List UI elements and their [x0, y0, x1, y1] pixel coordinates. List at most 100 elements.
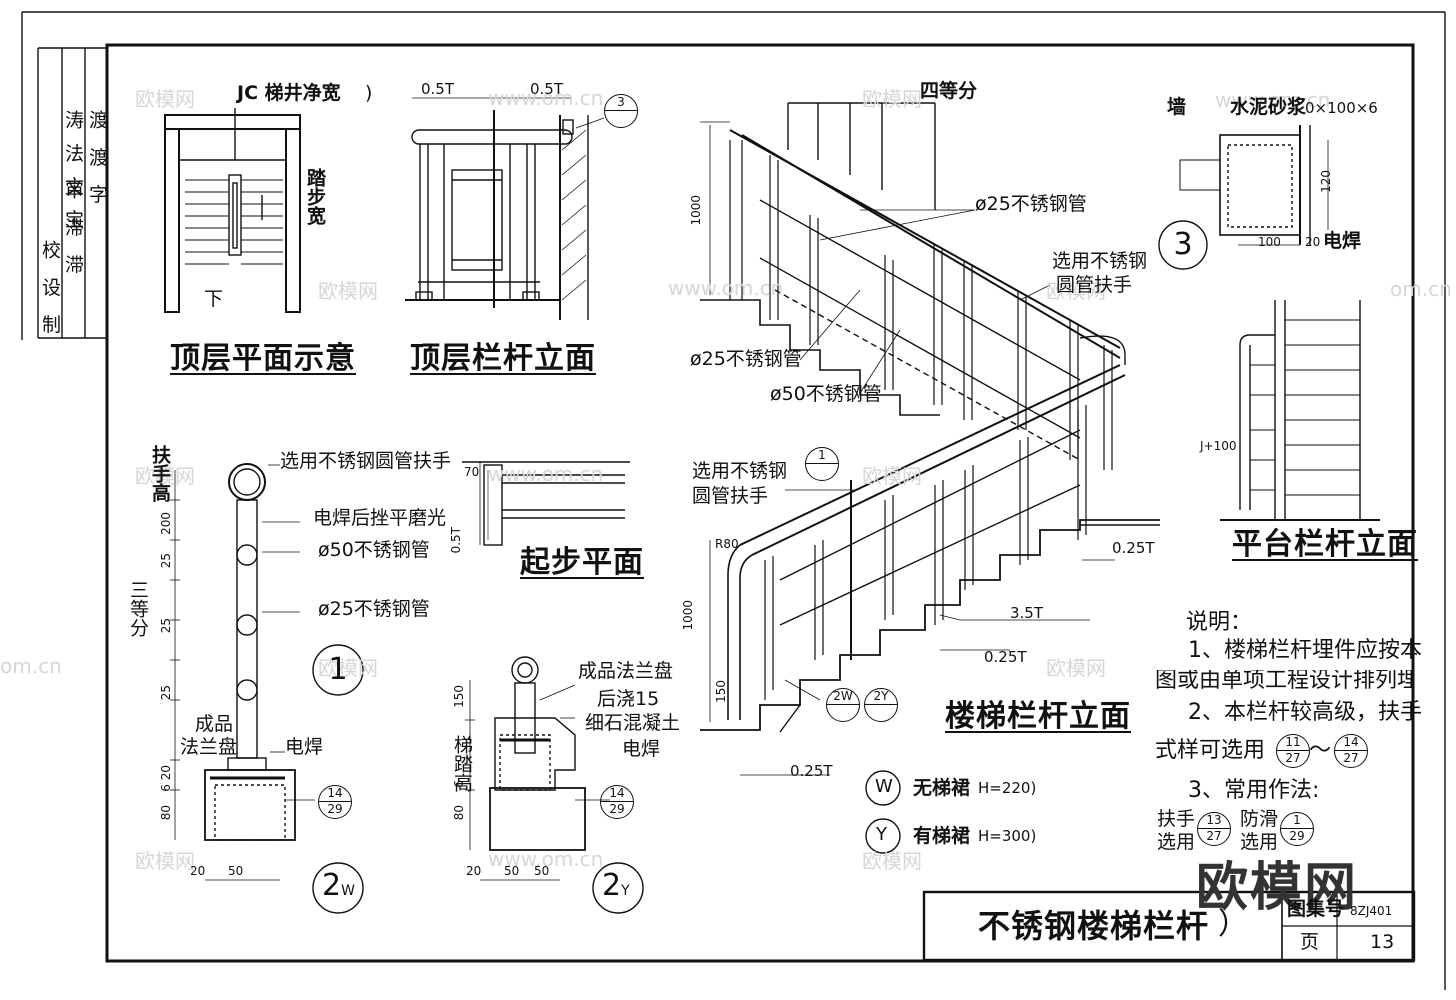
- detail2y-150: 150: [452, 685, 466, 708]
- detail1-d80: 80: [159, 805, 173, 821]
- watermark: www.om.cn: [1215, 88, 1331, 112]
- platform-title: 平台栏杆立面: [1232, 527, 1418, 562]
- detail1-handrail: 选用不锈钢圆管扶手: [280, 450, 452, 472]
- handrail-label-1: 选用不锈钢: [1052, 250, 1148, 272]
- dim-35t: 3.5T: [1010, 604, 1044, 622]
- detail3-plate: 0×100×6: [1305, 99, 1378, 117]
- detail2y-weld: 电焊: [622, 738, 661, 760]
- watermark: 欧模网: [135, 849, 195, 873]
- detail3-20: 20: [1305, 235, 1321, 249]
- detail1-split: 三等分: [127, 580, 149, 637]
- atlas-label: 图集号: [1287, 898, 1345, 920]
- detail1-25c: 25: [159, 685, 173, 701]
- plan-step-label: 踏步宽: [304, 168, 326, 225]
- page-label: 页: [1300, 931, 1320, 953]
- watermark-logo: 欧模网: [1196, 858, 1359, 918]
- watermark: 欧模网: [1046, 279, 1106, 303]
- watermark: 欧模网: [318, 656, 378, 680]
- detail2w-number: 2W: [322, 868, 355, 903]
- watermark: 欧模网: [318, 279, 378, 303]
- detail1-flange1: 成品: [195, 713, 234, 735]
- sheet-title: 不锈钢楼梯栏杆: [978, 907, 1210, 945]
- notes-anti: 防滑: [1240, 808, 1279, 830]
- watermark: 欧模网: [862, 464, 922, 488]
- handrail-label-4: 圆管扶手: [692, 485, 769, 507]
- handrail-label-2: 圆管扶手: [1056, 274, 1133, 296]
- dim-025t-a: 0.25T: [1112, 539, 1155, 557]
- radius-r80: R80: [715, 537, 739, 551]
- detail1-h-handrail: 扶手高: [149, 445, 171, 502]
- start-dim-05t: 0.5T: [449, 527, 463, 554]
- ref-circle-3: 3: [604, 94, 638, 128]
- notes-anti-sel: 选用: [1240, 831, 1279, 853]
- height-1000-b: 1000: [681, 600, 695, 631]
- detail3-100: 100: [1258, 235, 1281, 249]
- detail3-weld: 电焊: [1323, 230, 1362, 252]
- dim-025t-c: 0.25T: [790, 762, 833, 780]
- detail1-number: 1: [328, 652, 348, 687]
- detail2y-6: 6: [452, 780, 466, 788]
- detail2y-pour: 后浇15: [597, 688, 660, 710]
- detail2y-50b: 50: [534, 864, 550, 878]
- quarter-label: 四等分: [920, 80, 978, 102]
- detail3-120: 120: [1319, 170, 1333, 193]
- detail1-25b: 25: [159, 618, 173, 634]
- detail1-200: 200: [159, 512, 173, 535]
- stair-railing-title: 楼梯栏杆立面: [945, 699, 1131, 734]
- watermark: 欧模网: [1046, 656, 1106, 680]
- legend-y-text: 有梯裙: [913, 825, 971, 847]
- detail1-d6: 6 20: [159, 765, 173, 792]
- detail1-d20: 20: [190, 864, 206, 878]
- ref-circle-1: 1: [805, 447, 839, 481]
- detail1-flange2: 法兰盘: [180, 736, 238, 758]
- notes-line2: 图或由单项工程设计排列埋设: [1155, 670, 1413, 692]
- sidebar-col1: 校 设 制: [39, 240, 61, 340]
- watermark: 欧模网: [135, 464, 195, 488]
- watermark: www.om.cn: [488, 462, 604, 486]
- start-plan-title: 起步平面: [520, 545, 644, 580]
- detail3-number: 3: [1173, 227, 1193, 262]
- legend-y-value: H=300): [978, 827, 1037, 845]
- ref-circle-2y: 2Y: [864, 688, 898, 722]
- detail1-grind: 电焊后挫平磨光: [313, 507, 447, 529]
- top-railing-title: 顶层栏杆立面: [410, 341, 596, 376]
- top-plan-title: 顶层平面示意: [170, 341, 356, 376]
- start-dim-70: 70: [464, 465, 480, 479]
- watermark: om.cn: [0, 654, 62, 678]
- dim-025t-b: 0.25T: [984, 648, 1027, 666]
- plan-width-label: JC 梯井净宽: [237, 82, 341, 104]
- platform-j100: J+100: [1200, 439, 1237, 453]
- detail2y-flange: 成品法兰盘: [578, 660, 674, 682]
- plan-width-paren: ): [365, 82, 373, 104]
- watermark: www.om.cn: [488, 86, 604, 110]
- handrail-label-3: 选用不锈钢: [692, 460, 788, 482]
- legend-w-value: H=220): [978, 779, 1037, 797]
- notes-head: 说明：: [1186, 610, 1253, 635]
- sheet-title-paren: ）: [1218, 907, 1248, 942]
- detail2y-concrete: 细石混凝土: [585, 712, 681, 734]
- height-1000-a: 1000: [689, 195, 703, 226]
- ref-circle-2w: 2W: [826, 688, 860, 722]
- legend-w-text: 无梯裙: [913, 777, 971, 799]
- legend-y-letter: Y: [876, 824, 887, 845]
- notes-handrail: 扶手: [1157, 808, 1196, 830]
- railing-dim-b: 0.5T: [530, 80, 564, 98]
- detail1-pipe25: ø25不锈钢管: [318, 598, 430, 620]
- watermark: www.om.cn: [668, 276, 784, 300]
- atlas-number: 8ZJ401: [1350, 904, 1393, 918]
- sidebar-col4: 渡 渡 字: [86, 110, 108, 210]
- sidebar-col3: 涛 法 文 宝: [62, 110, 84, 233]
- detail2y-20: 20: [466, 864, 482, 878]
- detail1-d50: 50: [228, 864, 244, 878]
- notes-handrail-sel: 选用: [1157, 831, 1196, 853]
- notes-line1: 1、楼梯栏杆埋件应按本: [1188, 638, 1422, 663]
- watermark: www.om.cn: [488, 847, 604, 871]
- plan-down-label: 下: [204, 288, 224, 310]
- watermark: 欧模网: [135, 87, 195, 111]
